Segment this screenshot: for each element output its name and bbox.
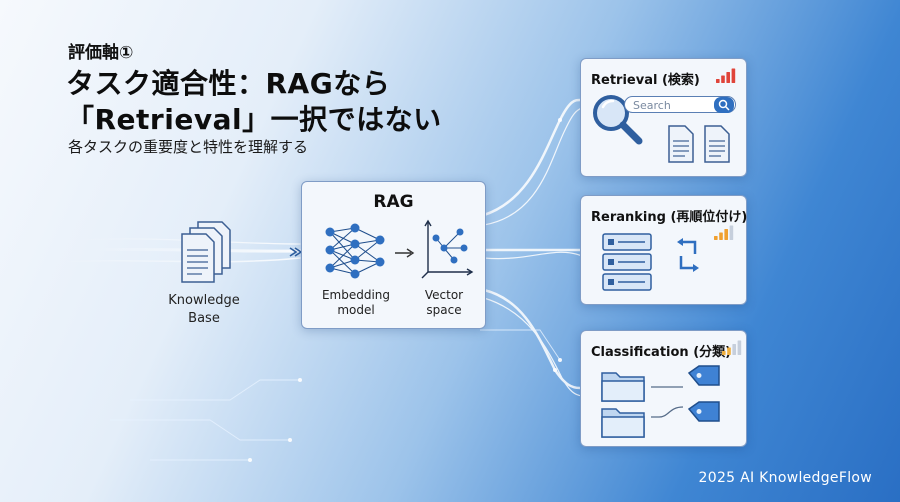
- page-title-line-1: タスク適合性：RAGなら: [66, 67, 391, 100]
- connector-lines-icon: [651, 386, 684, 418]
- search-icon[interactable]: [714, 97, 734, 113]
- importance-bar: [727, 347, 731, 355]
- reranking-card: Reranking (再順位付け): [580, 195, 747, 305]
- embedding-model-label: Embedding model: [314, 288, 398, 318]
- classification-card: Classification (分類): [580, 330, 747, 447]
- swap-arrows-icon: [677, 238, 699, 272]
- knowledge-base-label-line2: Base: [188, 311, 220, 326]
- importance-bar: [731, 68, 736, 83]
- importance-bar: [724, 229, 728, 240]
- footer-credit: 2025 AI KnowledgeFlow: [698, 470, 872, 486]
- arrow-right-icon: [395, 248, 415, 258]
- vector-space-label-line2: space: [426, 303, 462, 317]
- importance-bar: [722, 351, 726, 355]
- importance-bars-icon: [722, 340, 742, 355]
- vector-space-label: Vector space: [414, 288, 474, 318]
- importance-bars-icon: [716, 68, 736, 83]
- vector-space-icon: [421, 219, 474, 279]
- page-subtitle: 各タスクの重要度と特性を理解する: [68, 138, 309, 156]
- importance-bar: [721, 75, 725, 83]
- importance-bar: [737, 340, 742, 355]
- documents-stack-icon: [181, 221, 231, 283]
- neural-network-icon: [325, 223, 385, 279]
- importance-bars-icon: [714, 225, 734, 240]
- document-icon: [668, 125, 694, 163]
- importance-bar: [719, 232, 723, 240]
- document-icon: [704, 125, 730, 163]
- importance-bar: [732, 344, 736, 355]
- rag-card: RAG Embedding model Ve: [301, 181, 486, 329]
- embedding-model-label-line2: model: [337, 303, 375, 317]
- knowledge-base-label-line1: Knowledge: [168, 293, 240, 308]
- embedding-model-label-line1: Embedding: [321, 288, 391, 302]
- importance-bar: [726, 72, 730, 83]
- page-title-line-2: 「Retrieval」一択ではない: [66, 103, 442, 136]
- classification-card-title: Classification (分類): [591, 345, 732, 360]
- importance-bar: [729, 225, 734, 240]
- tag-icon: [687, 365, 720, 386]
- retrieval-card: Retrieval (検索) Search: [580, 58, 747, 177]
- vector-space-label-line1: Vector: [424, 288, 464, 302]
- knowledge-base-label: Knowledge Base: [156, 292, 252, 328]
- folder-icon: [601, 372, 645, 402]
- rag-title: RAG: [373, 192, 414, 212]
- folder-icon: [601, 408, 645, 438]
- search-input[interactable]: Search: [624, 96, 736, 113]
- retrieval-card-title: Retrieval (検索): [591, 73, 700, 88]
- importance-bar: [716, 79, 720, 83]
- magnifying-glass-icon: [593, 95, 643, 145]
- importance-bar: [714, 236, 718, 240]
- ranked-list-icon: [602, 233, 652, 291]
- section-eyebrow: 評価軸①: [68, 43, 134, 63]
- reranking-card-title: Reranking (再順位付け): [591, 210, 748, 225]
- tag-icon: [687, 401, 720, 422]
